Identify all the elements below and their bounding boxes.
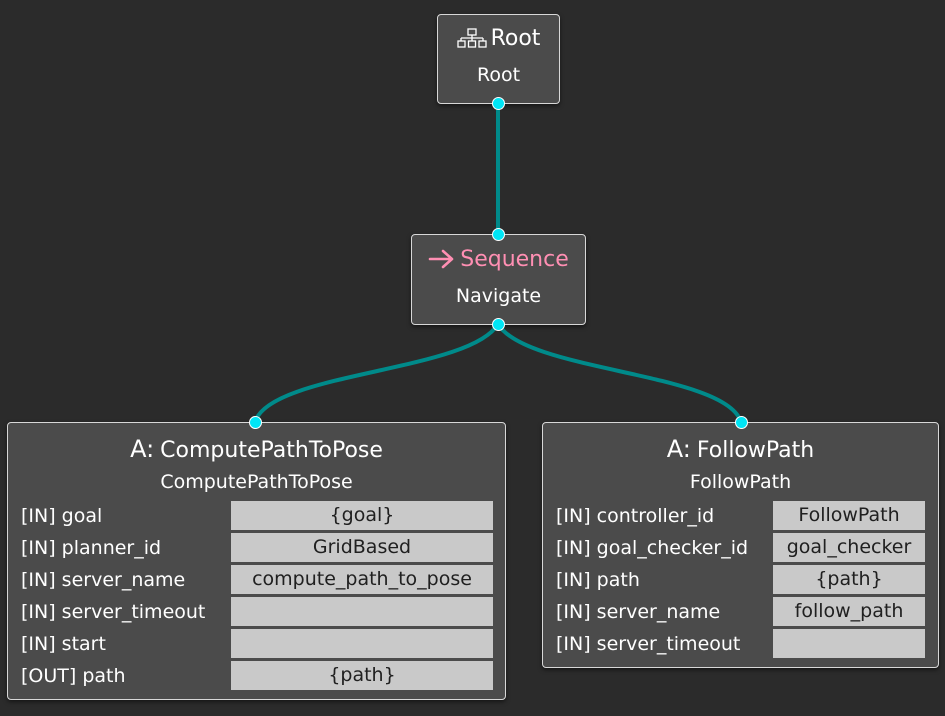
root-node-title: Root: [438, 25, 559, 56]
port-value-field[interactable]: [231, 629, 493, 658]
compute-path-node[interactable]: A:ComputePathToPose ComputePathToPose [I…: [7, 422, 506, 700]
action-prefix: A:: [666, 435, 691, 463]
port-value-field[interactable]: follow_path: [773, 597, 925, 626]
port-label: [IN] path: [556, 569, 640, 591]
port-row-goal-checker-id: [IN] goal_checker_id goal_checker: [556, 533, 926, 565]
root-name: Root: [476, 64, 521, 86]
port-label: [IN] controller_id: [556, 505, 715, 527]
sequence-node[interactable]: Sequence Navigate: [411, 234, 586, 325]
port-label: [IN] goal: [21, 505, 103, 527]
port-value-field[interactable]: GridBased: [231, 533, 493, 562]
follow-input-port[interactable]: [735, 416, 748, 429]
right-arrow-icon: [428, 249, 456, 277]
port-label: [IN] server_timeout: [556, 633, 741, 655]
port-label: [IN] planner_id: [21, 537, 162, 559]
follow-path-node[interactable]: A:FollowPath FollowPath [IN] controller_…: [542, 422, 939, 668]
compute-port-list: [IN] goal {goal} [IN] planner_id GridBas…: [21, 501, 493, 693]
port-row-server-timeout: [IN] server_timeout: [21, 597, 493, 629]
port-value-field[interactable]: [231, 597, 493, 626]
sequence-output-port[interactable]: [492, 318, 505, 331]
compute-name: ComputePathToPose: [160, 471, 353, 493]
sequence-node-title: Sequence: [412, 246, 585, 277]
edge-sequence-follow: [496, 322, 743, 423]
port-row-server-name: [IN] server_name compute_path_to_pose: [21, 565, 493, 597]
port-value-field[interactable]: [773, 629, 925, 658]
port-value-field[interactable]: {path}: [773, 565, 925, 594]
port-row-out-path: [OUT] path {path}: [21, 661, 493, 693]
root-kind: Root: [490, 26, 541, 51]
port-label: [IN] goal_checker_id: [556, 537, 749, 559]
port-row-path: [IN] path {path}: [556, 565, 926, 597]
compute-path-node-title: A:ComputePathToPose: [8, 435, 505, 465]
compute-input-port[interactable]: [249, 416, 262, 429]
port-row-controller-id: [IN] controller_id FollowPath: [556, 501, 926, 533]
port-label: [IN] server_timeout: [21, 601, 206, 623]
port-value-field[interactable]: {goal}: [231, 501, 493, 530]
tree-hierarchy-icon: [456, 28, 487, 56]
port-value-field[interactable]: {path}: [231, 661, 493, 690]
port-value-field[interactable]: FollowPath: [773, 501, 925, 530]
action-prefix: A:: [130, 435, 155, 463]
port-label: [IN] start: [21, 633, 106, 655]
port-label: [IN] server_name: [556, 601, 721, 623]
port-value-field[interactable]: goal_checker: [773, 533, 925, 562]
port-row-start: [IN] start: [21, 629, 493, 661]
port-value-field[interactable]: compute_path_to_pose: [231, 565, 493, 594]
port-row-goal: [IN] goal {goal}: [21, 501, 493, 533]
sequence-kind: Sequence: [460, 247, 569, 272]
root-node[interactable]: Root Root: [437, 14, 560, 104]
root-output-port[interactable]: [492, 97, 505, 110]
follow-kind: FollowPath: [696, 438, 815, 463]
sequence-input-port[interactable]: [492, 228, 505, 241]
compute-kind: ComputePathToPose: [160, 438, 383, 463]
follow-name: FollowPath: [689, 471, 792, 493]
follow-port-list: [IN] controller_id FollowPath [IN] goal_…: [556, 501, 926, 661]
port-row-planner-id: [IN] planner_id GridBased: [21, 533, 493, 565]
sequence-name: Navigate: [455, 285, 542, 307]
port-row-server-timeout: [IN] server_timeout: [556, 629, 926, 661]
port-label: [OUT] path: [21, 665, 126, 687]
edge-sequence-compute: [253, 322, 500, 423]
port-row-server-name: [IN] server_name follow_path: [556, 597, 926, 629]
follow-path-node-title: A:FollowPath: [543, 435, 938, 465]
port-label: [IN] server_name: [21, 569, 186, 591]
